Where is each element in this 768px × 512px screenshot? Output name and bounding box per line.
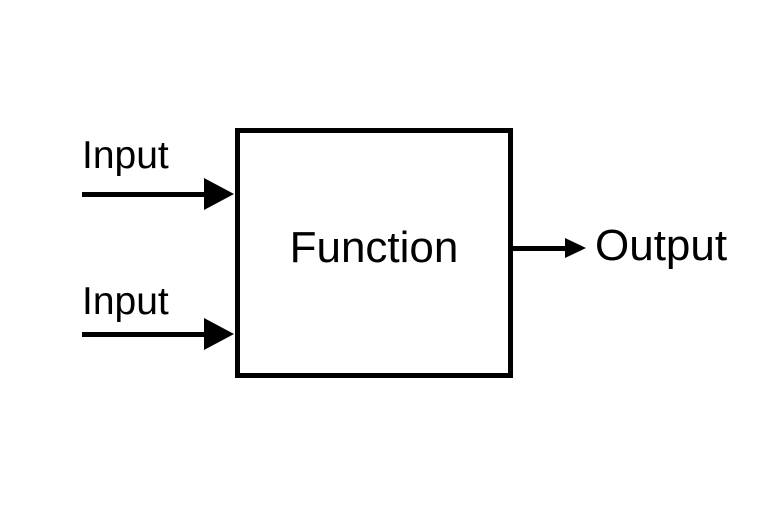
- arrow-right-icon: [204, 318, 234, 350]
- output-label: Output: [595, 221, 728, 270]
- input-label-2: Input: [82, 280, 169, 323]
- output-arrow-shaft: [511, 246, 567, 251]
- function-box: Function: [235, 128, 513, 378]
- arrow-right-icon: [565, 238, 586, 258]
- arrow-right-icon: [204, 178, 234, 210]
- input-arrow-2-shaft: [82, 332, 206, 337]
- function-label: Function: [289, 223, 459, 272]
- input-label-1: Input: [82, 134, 169, 177]
- input-arrow-1-shaft: [82, 192, 206, 197]
